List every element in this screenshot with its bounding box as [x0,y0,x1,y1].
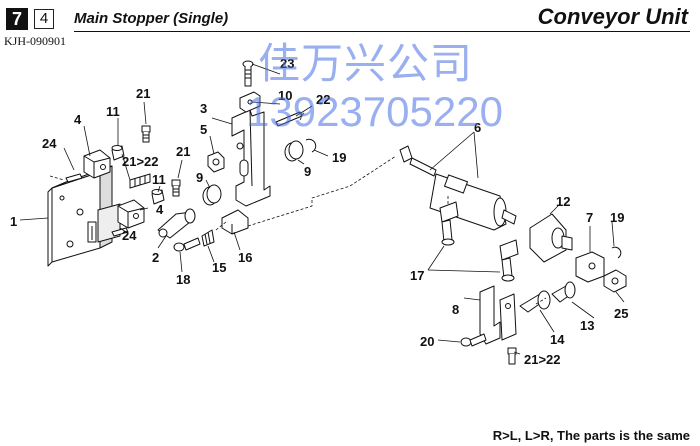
part-14-sleeve [519,290,551,313]
part-2-shaft [157,208,196,239]
callout-9-right: 9 [304,164,311,179]
callout-13: 13 [580,318,594,333]
part-20-screw [460,333,487,347]
part-21-bolt-mid [129,173,151,189]
callout-16: 16 [238,250,252,265]
callout-22: 22 [316,92,330,107]
part-12-rod-end [529,213,573,263]
part-8-bracket [479,285,517,345]
part-24-pin-upper [65,173,83,183]
part-18-screw [173,237,201,252]
part-11-sleeve-lower [151,189,165,205]
callout-4-lower: 4 [156,202,164,217]
footer-note: R>L, L>R, The parts is the same [492,428,690,443]
leader-lines [19,63,625,355]
part-6-cylinder [399,145,517,231]
part-4-block-upper [83,149,111,179]
part-5-nut [207,151,225,173]
section-title: Main Stopper (Single) [74,10,229,27]
callout-25: 25 [614,306,628,321]
part-19-clip-upper [305,138,317,153]
callout-9-left: 9 [196,170,203,185]
part-10-spacer [239,91,261,113]
page-header: 7 4 Main Stopper (Single) Conveyor Unit … [0,0,700,48]
part-22-pin [275,111,303,127]
callout-4-upper: 4 [74,112,82,127]
callout-labels: 1 2 3 4 4 5 6 7 8 9 9 10 11 11 12 13 14 … [10,56,628,367]
callout-24-lower: 24 [122,228,137,243]
assembly-guide-lines [49,111,547,305]
part-21-bolt-lower [171,179,181,197]
callout-3: 3 [200,101,207,116]
callout-19-right: 19 [610,210,624,225]
part-13-bushing [551,281,576,303]
document-code: KJH-090901 [4,34,66,48]
part-16-link [221,209,249,235]
part-21-bolt-bottom [507,347,517,365]
callout-7: 7 [586,210,593,225]
callout-21-upper: 21 [136,86,150,101]
part-11-sleeve-upper [111,145,125,161]
callout-11-upper: 11 [106,104,120,119]
callout-23: 23 [280,56,294,71]
callout-21-22-lower: 21>22 [524,352,561,367]
header-rule [74,31,690,32]
part-9-roller-left [202,184,222,206]
part-3-bracket [231,109,271,207]
callout-6: 6 [474,120,481,135]
sub-number-box: 4 [34,9,54,29]
part-17-fitting-left [439,201,459,246]
part-15-spring [201,229,215,247]
callout-12: 12 [556,194,570,209]
page-number-box: 7 [6,8,28,30]
callout-19-upper: 19 [332,150,346,165]
callout-2: 2 [152,250,159,265]
part-19-clip-right [611,246,622,259]
part-7-block [575,251,605,283]
callout-17: 17 [410,268,424,283]
callout-18: 18 [176,272,190,287]
callout-21-lower: 21 [176,144,190,159]
callout-14: 14 [550,332,565,347]
watermark-phone: 13923705220 [246,88,503,135]
part-9-roller-right [284,140,304,162]
callout-10: 10 [278,88,292,103]
part-4-block-lower [117,199,145,229]
part-17-fitting-right [499,239,519,282]
part-1-mounting-plate [47,165,121,267]
part-21-bolt-upper [141,125,151,143]
callout-21-22-upper: 21>22 [122,154,159,169]
callout-11-lower: 11 [152,172,166,187]
callout-1: 1 [10,214,17,229]
watermark-company: 佳万兴公司 [258,39,474,88]
unit-title: Conveyor Unit [537,4,688,29]
callout-8: 8 [452,302,459,317]
callout-5: 5 [200,122,207,137]
callout-15: 15 [212,260,226,275]
callout-20: 20 [420,334,434,349]
callout-24-upper: 24 [42,136,57,151]
part-23-bolt [242,60,254,87]
part-25-nut [603,269,627,293]
